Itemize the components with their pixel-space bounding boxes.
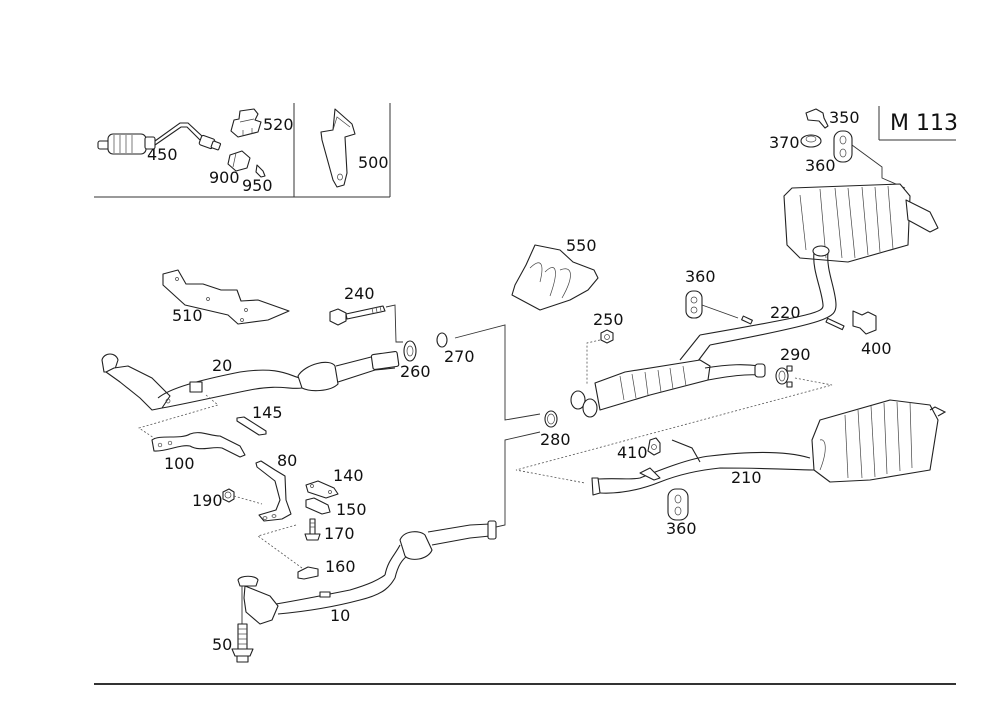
part-220-intermediate-pipe[interactable]	[679, 252, 845, 366]
part-100-bracket[interactable]	[151, 432, 246, 458]
part-250-nut[interactable]	[586, 329, 614, 385]
label-280: 280	[540, 430, 571, 449]
label-210: 210	[731, 468, 762, 487]
part-400-bracket[interactable]	[852, 310, 877, 335]
part-240-bolt[interactable]	[329, 304, 403, 343]
label-140: 140	[333, 466, 364, 485]
label-160: 160	[325, 557, 356, 576]
label-240: 240	[344, 284, 375, 303]
label-410: 410	[617, 443, 648, 462]
label-360-middle: 360	[685, 267, 716, 286]
part-50-stud-bolt[interactable]	[231, 586, 254, 663]
label-20: 20	[212, 356, 232, 375]
part-145-retainer[interactable]	[236, 416, 267, 436]
label-400: 400	[861, 339, 892, 358]
part-140-mount[interactable]	[305, 480, 339, 499]
part-280-sealing-ring[interactable]	[544, 410, 558, 428]
label-510: 510	[172, 306, 203, 325]
part-360-rubber-hanger-top[interactable]	[833, 130, 906, 189]
part-900-connector-housing[interactable]	[227, 150, 251, 172]
label-50: 50	[212, 635, 232, 654]
part-170-bolt[interactable]	[304, 518, 321, 541]
part-260-gasket[interactable]	[403, 340, 417, 362]
part-500-bracket[interactable]	[320, 108, 356, 188]
label-190: 190	[192, 491, 223, 510]
label-145: 145	[252, 403, 283, 422]
label-900: 900	[209, 168, 240, 187]
label-170: 170	[324, 524, 355, 543]
label-220: 220	[770, 303, 801, 322]
part-190-nut[interactable]	[222, 488, 263, 505]
part-270-sealing-ring[interactable]	[436, 324, 541, 421]
part-20-front-pipe-right[interactable]	[101, 350, 400, 411]
label-80: 80	[277, 451, 297, 470]
label-10: 10	[330, 606, 350, 625]
part-510-heat-shield[interactable]	[162, 269, 290, 325]
part-950-contact-pin[interactable]	[255, 164, 266, 178]
label-520: 520	[263, 115, 294, 134]
part-290-clamp[interactable]	[515, 365, 833, 484]
part-80-bracket[interactable]	[255, 460, 292, 522]
part-150-mount[interactable]	[305, 497, 331, 515]
label-150: 150	[336, 500, 367, 519]
part-520-clip[interactable]	[230, 108, 262, 138]
model-code-box: M 113	[878, 106, 958, 141]
label-270: 270	[444, 347, 475, 366]
part-370-rubber-bushing[interactable]	[800, 134, 822, 148]
part-350-hanger-bracket[interactable]	[805, 108, 829, 129]
part-410-nut[interactable]	[647, 437, 661, 456]
part-450-oxygen-sensor[interactable]	[97, 122, 222, 155]
label-950: 950	[242, 176, 273, 195]
label-360-bottom: 360	[666, 519, 697, 538]
part-550-heat-shield[interactable]	[511, 244, 599, 311]
part-10-front-pipe-left[interactable]	[237, 431, 541, 625]
label-290: 290	[780, 345, 811, 364]
assembly-link-20-100	[138, 394, 219, 441]
assembly-link-80-160	[257, 524, 303, 569]
label-500: 500	[358, 153, 389, 172]
part-160-clamp[interactable]	[297, 566, 319, 580]
label-100: 100	[164, 454, 195, 473]
inset-frame	[94, 103, 391, 198]
label-260: 260	[400, 362, 431, 381]
model-code: M 113	[890, 111, 958, 136]
part-360-rubber-hanger-middle[interactable]	[685, 290, 739, 319]
label-350: 350	[829, 108, 860, 127]
part-220-upper-muffler[interactable]	[783, 183, 939, 263]
label-550: 550	[566, 236, 597, 255]
part-360-rubber-hanger-bottom[interactable]	[667, 488, 689, 521]
label-250: 250	[593, 310, 624, 329]
part-210-rear-muffler[interactable]	[591, 399, 947, 496]
label-450: 450	[147, 145, 178, 164]
label-370: 370	[769, 133, 800, 152]
part-center-muffler[interactable]	[570, 359, 766, 418]
label-360-top: 360	[805, 156, 836, 175]
